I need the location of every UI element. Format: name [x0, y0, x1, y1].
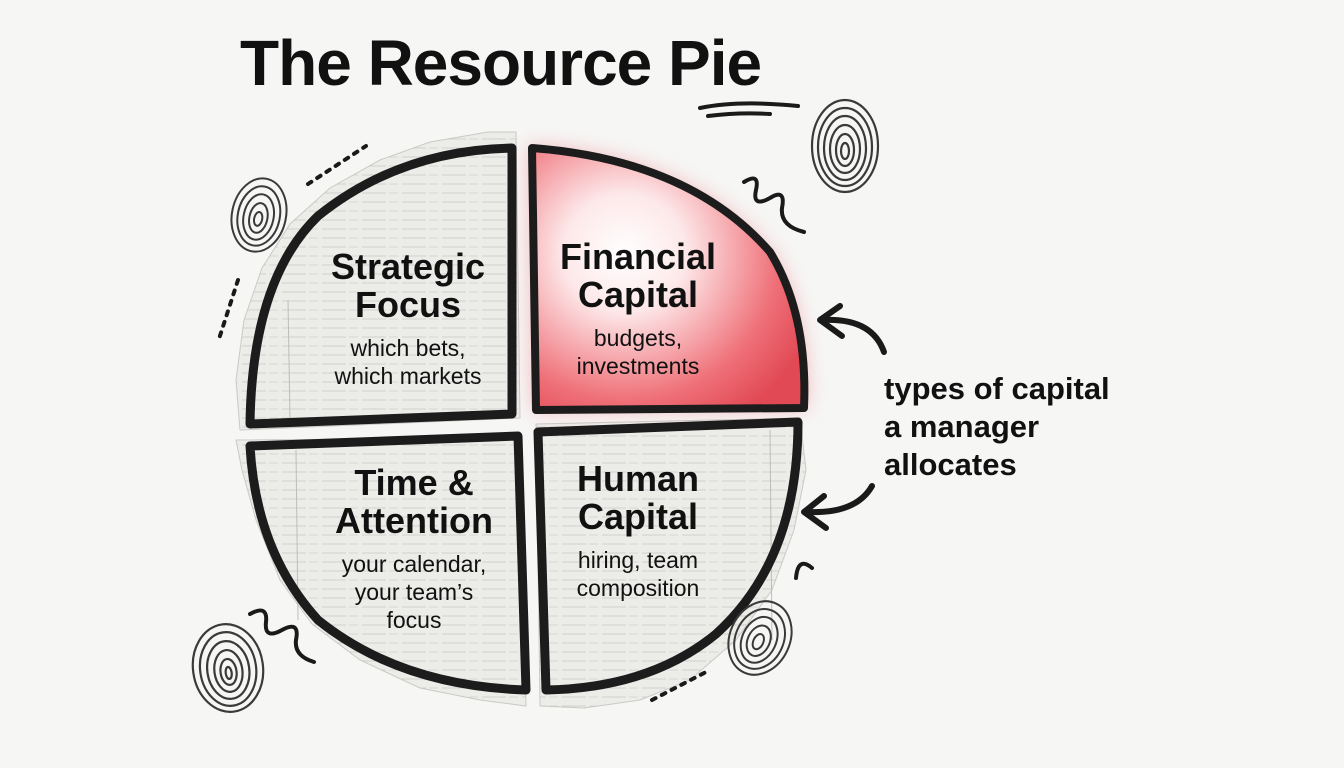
arrow-icon	[817, 303, 887, 355]
annotation-line: types of capital	[884, 371, 1110, 406]
quadrant-title: Financial	[559, 236, 717, 277]
title-underline	[698, 101, 800, 118]
quadrant-human-capital	[533, 417, 803, 695]
quadrant-title: Capital	[577, 274, 699, 315]
squiggle-icon	[794, 561, 814, 580]
column-rule	[769, 429, 773, 641]
dash-marks	[216, 278, 240, 344]
label-strategic-focus: Strategic Focus which bets, which market…	[300, 248, 516, 390]
quadrant-time-attention	[245, 431, 531, 695]
quadrant-subtitle: investments	[576, 353, 700, 379]
annotation-line: a manager	[884, 409, 1040, 444]
fingerprint-icon	[191, 623, 265, 713]
quadrant-title: Strategic	[330, 246, 486, 287]
squiggle-icon	[742, 176, 806, 234]
page-title: The Resource Pie	[240, 27, 762, 99]
quadrant-subtitle: composition	[576, 575, 700, 601]
squiggle-icon	[248, 608, 316, 664]
quadrant-title: Capital	[577, 496, 699, 537]
fingerprint-icon	[727, 600, 793, 676]
quadrant-title: Time &	[354, 462, 474, 503]
label-financial-capital: Financial Capital budgets, investments	[530, 238, 746, 380]
label-time-attention: Time & Attention your calendar, your tea…	[306, 464, 522, 634]
label-human-capital: Human Capital hiring, team composition	[530, 460, 746, 602]
annotation-line: allocates	[884, 447, 1017, 482]
quadrant-subtitle: which markets	[334, 363, 482, 389]
quadrant-subtitle: focus	[386, 607, 442, 633]
quadrant-title: Focus	[354, 284, 461, 325]
column-rule	[287, 299, 291, 421]
quadrant-financial-capital	[528, 144, 809, 414]
arrow-icon	[801, 483, 875, 531]
quadrant-strategic-focus	[245, 143, 517, 429]
quadrant-subtitle: your calendar,	[341, 551, 487, 577]
dash-marks	[306, 144, 368, 186]
fingerprint-icon	[810, 98, 880, 194]
annotation-text: types of capital a manager allocates	[884, 370, 1110, 484]
dash-marks	[650, 670, 708, 702]
quadrant-title: Human	[576, 458, 699, 499]
quadrant-subtitle: budgets,	[593, 325, 683, 351]
paper-bottom-right	[535, 417, 807, 709]
quadrant-title: Attention	[335, 500, 493, 541]
quadrant-subtitle: hiring, team	[577, 547, 699, 573]
quadrant-subtitle: which bets,	[350, 335, 466, 361]
quadrant-subtitle: your team’s	[354, 579, 474, 605]
paper-top-left	[235, 131, 521, 431]
